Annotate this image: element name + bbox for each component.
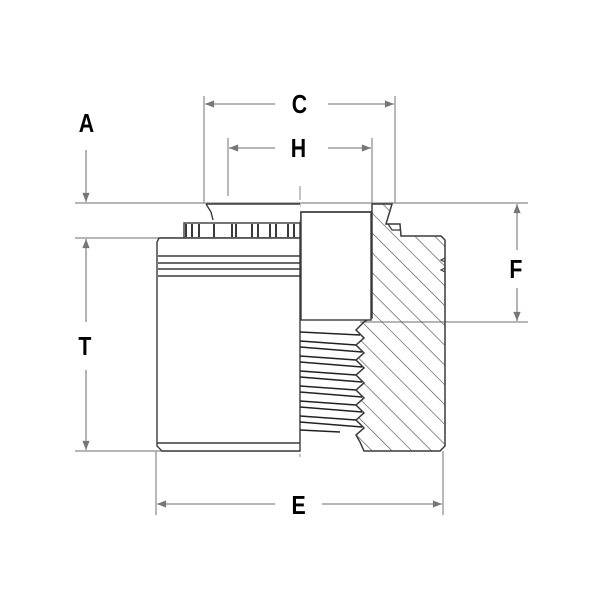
dim-label-f: F [509, 254, 523, 284]
dim-label-c: C [291, 89, 308, 119]
internal-thread [299, 331, 363, 433]
section-half [299, 203, 446, 452]
dim-label-t: T [78, 331, 92, 361]
dim-label-e: E [291, 490, 306, 520]
dim-label-a: A [78, 108, 95, 138]
dimension-arrows [82, 100, 521, 508]
dim-label-h: H [290, 133, 307, 163]
knurl-teeth [185, 224, 295, 237]
hatched-section [354, 203, 446, 452]
exterior-half [156, 203, 301, 452]
